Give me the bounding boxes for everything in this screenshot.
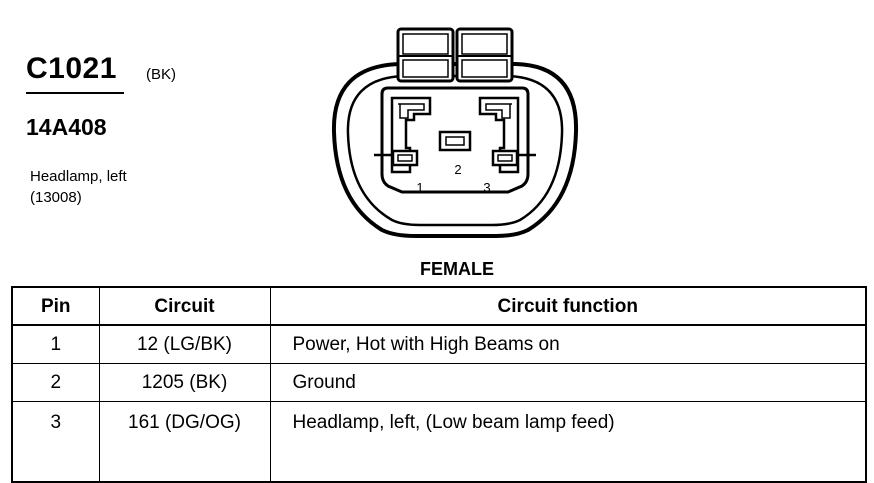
connector-face-diagram: 1 2 3 [331, 27, 579, 238]
header-function: Circuit function [269, 286, 867, 326]
connector-outer-housing [331, 62, 579, 238]
pin-cell: 1 [11, 324, 100, 364]
cavity-label-2: 2 [454, 162, 461, 177]
function-cell: Power, Hot with High Beams on [269, 324, 867, 364]
circuit-cell: 12 (LG/BK) [98, 324, 271, 364]
cavity-label-1: 1 [416, 180, 423, 195]
function-cell: Ground [269, 363, 867, 402]
table-header-row: Pin Circuit Circuit function [11, 286, 867, 326]
connector-id-underline [26, 92, 124, 94]
locking-tab-right [455, 27, 514, 83]
circuit-cell: 161 (DG/OG) [98, 401, 271, 483]
part-number: 14A408 [26, 114, 107, 140]
table-row: 1 12 (LG/BK) Power, Hot with High Beams … [11, 324, 867, 364]
terminal-cavity-1 [374, 96, 432, 174]
reference-number: (13008) [30, 189, 82, 206]
table-row: 2 1205 (BK) Ground [11, 363, 867, 402]
function-cell: Headlamp, left, (Low beam lamp feed) [269, 401, 867, 483]
header-circuit: Circuit [98, 286, 271, 326]
terminal-cavity-2 [438, 130, 472, 152]
cavity-field [380, 86, 530, 194]
connector-id: C1021 [26, 52, 117, 85]
table-row: 3 161 (DG/OG) Headlamp, left, (Low beam … [11, 401, 867, 483]
pin-cell: 2 [11, 363, 100, 402]
connector-inner-housing [346, 74, 564, 227]
connector-color: (BK) [146, 66, 176, 83]
pinout-table: Pin Circuit Circuit function 1 12 (LG/BK… [11, 286, 867, 483]
circuit-cell: 1205 (BK) [98, 363, 271, 402]
cavity-label-3: 3 [483, 180, 490, 195]
header-pin: Pin [11, 286, 100, 326]
locking-tab-left [396, 27, 455, 83]
connector-description: Headlamp, left [30, 168, 127, 185]
connector-gender: FEMALE [420, 259, 494, 279]
pin-cell: 3 [11, 401, 100, 483]
terminal-cavity-3 [478, 96, 536, 174]
